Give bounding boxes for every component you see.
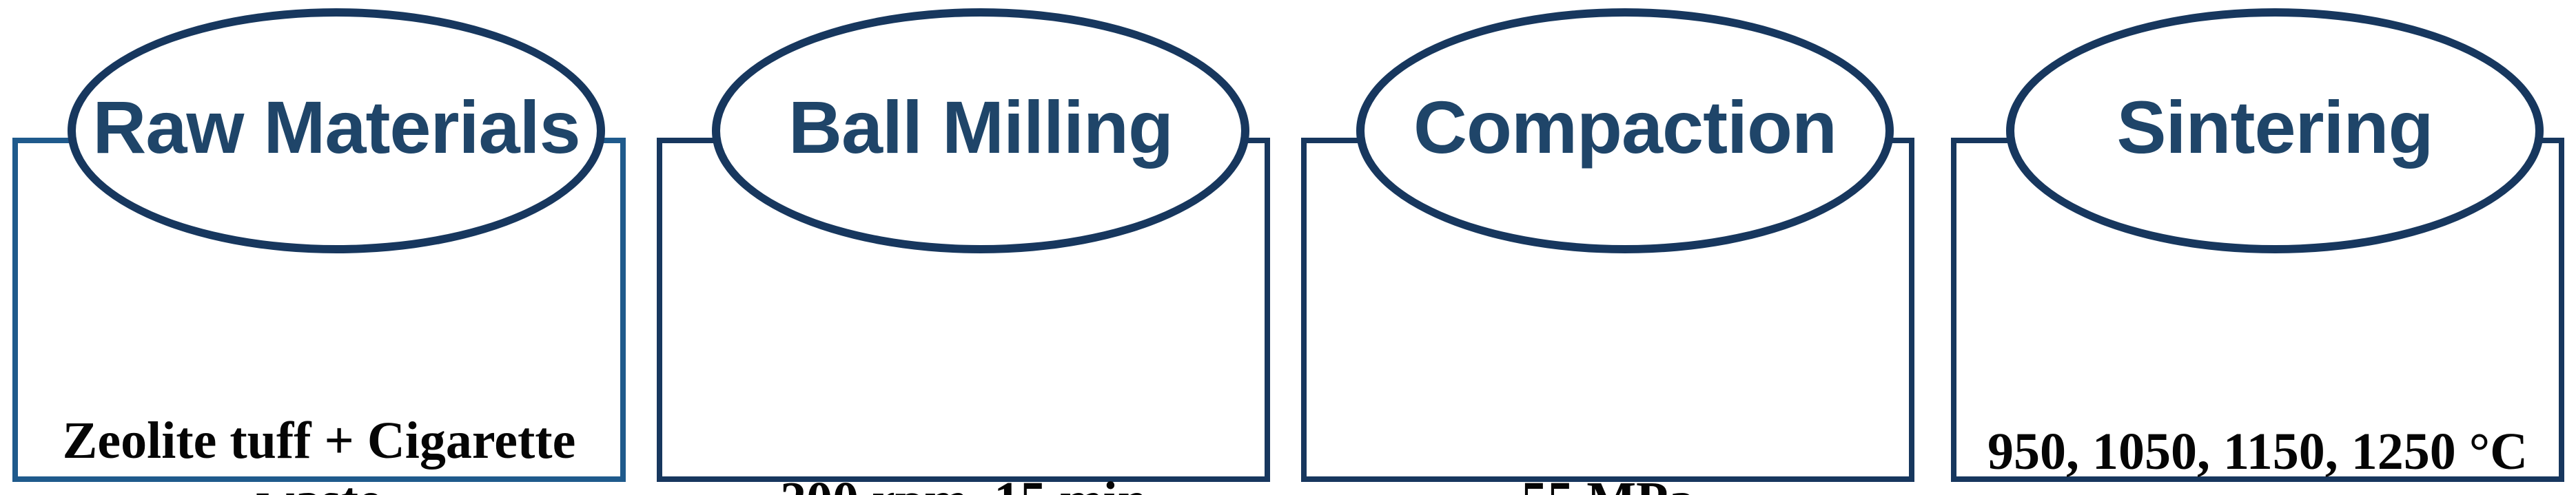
ball-milling-ellipse: Ball Milling [712,8,1249,253]
compaction-ellipse: Compaction [1356,8,1894,253]
compaction-details: 55 MPa [1322,391,1894,495]
stage-title-raw-materials: Raw Materials [92,85,580,169]
sintering-details: 950, 1050, 1150, 1250 °C30 °C/h, 4h [1972,391,2544,495]
stage-compaction: 55 MPa Compaction [1301,0,1914,495]
sintering-ellipse: Sintering [2006,8,2544,253]
stage-title-compaction: Compaction [1413,85,1837,169]
detail-line: Zeolite tuff + Cigarette waste [62,411,576,495]
stage-title-ball-milling: Ball Milling [788,85,1174,169]
stage-sintering: 950, 1050, 1150, 1250 °C30 °C/h, 4h Sint… [1951,0,2564,495]
stage-ball-milling: 200 rpm, 15 min Ball Milling [657,0,1270,495]
raw-materials-details: Zeolite tuff + Cigarette waste0-12 wt% o… [33,391,605,495]
ball-milling-details: 200 rpm, 15 min [677,391,1249,495]
stage-title-sintering: Sintering [2116,85,2433,169]
detail-line: 950, 1050, 1150, 1250 °C [1987,423,2528,481]
detail-line: 55 MPa [1521,471,1694,495]
detail-line: 200 rpm, 15 min [780,471,1147,495]
stage-raw-materials: Zeolite tuff + Cigarette waste0-12 wt% o… [12,0,626,495]
raw-materials-ellipse: Raw Materials [68,8,605,253]
